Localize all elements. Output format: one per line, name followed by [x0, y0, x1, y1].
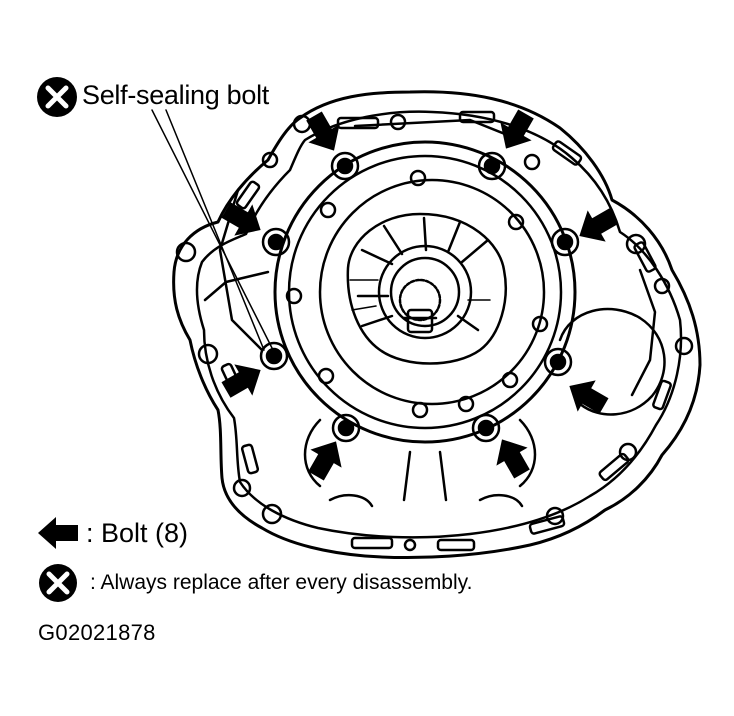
pump-cover-inner [287, 154, 563, 430]
legend-replace-text: : Always replace after every disassembly… [90, 571, 473, 594]
flange-hole [175, 241, 197, 263]
housing-bulge [558, 307, 666, 416]
flange-slot [350, 536, 394, 550]
case-outer-outline [172, 90, 702, 560]
pump-body [318, 178, 546, 406]
stator-shading [349, 279, 491, 311]
cover-hole [317, 367, 335, 385]
flange-hole [618, 442, 638, 462]
cover-hole [501, 371, 519, 389]
self-sealing-bolt-right [550, 227, 580, 257]
flange-slot [240, 443, 260, 475]
flange-hole [389, 113, 407, 131]
cover-hole [507, 213, 525, 231]
flange-hole [625, 233, 647, 255]
no-reuse-x-icon [37, 77, 77, 117]
flange-hole [232, 478, 252, 498]
pump-cover-outer [273, 140, 577, 444]
bolt-arrow-icon [500, 109, 534, 149]
cover-hole [531, 315, 549, 333]
cover-hole [285, 287, 303, 305]
flange-slot [436, 538, 476, 552]
self-sealing-bolt-callout-label: Self-sealing bolt [82, 80, 270, 110]
shaft-spline [398, 278, 442, 322]
flange-slot [633, 241, 657, 273]
arrow-left-icon [38, 517, 78, 549]
cover-hole [457, 395, 475, 413]
flange-hole [653, 277, 671, 295]
flange-hole [261, 503, 283, 525]
callout-leader-line [151, 109, 273, 349]
self-sealing-bolt-bottom-left [331, 413, 361, 443]
legend-bolt-text: : Bolt (8) [86, 517, 189, 548]
self-sealing-bolt-upper-left [330, 151, 360, 181]
bolt-arrow-icon [579, 208, 619, 242]
flange-hole [261, 151, 279, 169]
flange-hole [403, 538, 417, 552]
self-sealing-bolt-lower-left [259, 341, 289, 371]
legend-replace-row: : Always replace after every disassembly… [36, 563, 472, 603]
flange-slot [598, 452, 630, 482]
bolt-arrow-icon [569, 380, 609, 414]
flange-hole [197, 343, 219, 365]
flange-slot [458, 110, 496, 124]
cover-hole [411, 401, 429, 419]
cover-hole [409, 169, 427, 187]
shaft-tip [406, 308, 434, 334]
lower-rib [303, 418, 537, 502]
flange-slot [551, 140, 583, 166]
flange-hole [674, 336, 694, 356]
legend-bolt-row: : Bolt (8) [36, 515, 188, 551]
flange-slot [528, 515, 566, 535]
no-reuse-x-icon [39, 564, 77, 602]
bolt-arrow-icon [306, 111, 340, 151]
bolt-arrow-icon [308, 441, 342, 481]
self-sealing-bolt-upper-right [477, 151, 507, 181]
figure-code: G02021878 [38, 620, 156, 645]
shaft-outer [389, 256, 461, 328]
case-rib-top [353, 118, 522, 142]
case-inner-flange [195, 110, 683, 539]
bolt-arrow-icon [221, 364, 261, 398]
self-sealing-bolt-lower-right [543, 347, 573, 377]
flange-slot [336, 116, 380, 130]
stator-vanes [356, 216, 490, 332]
self-sealing-bolt-bottom-right [471, 413, 501, 443]
flange-hole [545, 506, 565, 526]
flange-slot [652, 379, 672, 411]
stator-housing [346, 212, 507, 365]
bolt-arrow-icon [221, 202, 261, 236]
flange-hole [523, 153, 541, 171]
callout-leader-line [165, 109, 265, 351]
lower-pocket [328, 493, 524, 508]
case-rib-right [630, 268, 657, 397]
cover-hole [319, 201, 337, 219]
flange-slot [235, 180, 261, 210]
bolt-arrow-icon [496, 439, 530, 479]
shaft-collar [377, 244, 473, 340]
self-sealing-bolt-left [261, 227, 291, 257]
case-rib-left-lower [203, 270, 270, 302]
